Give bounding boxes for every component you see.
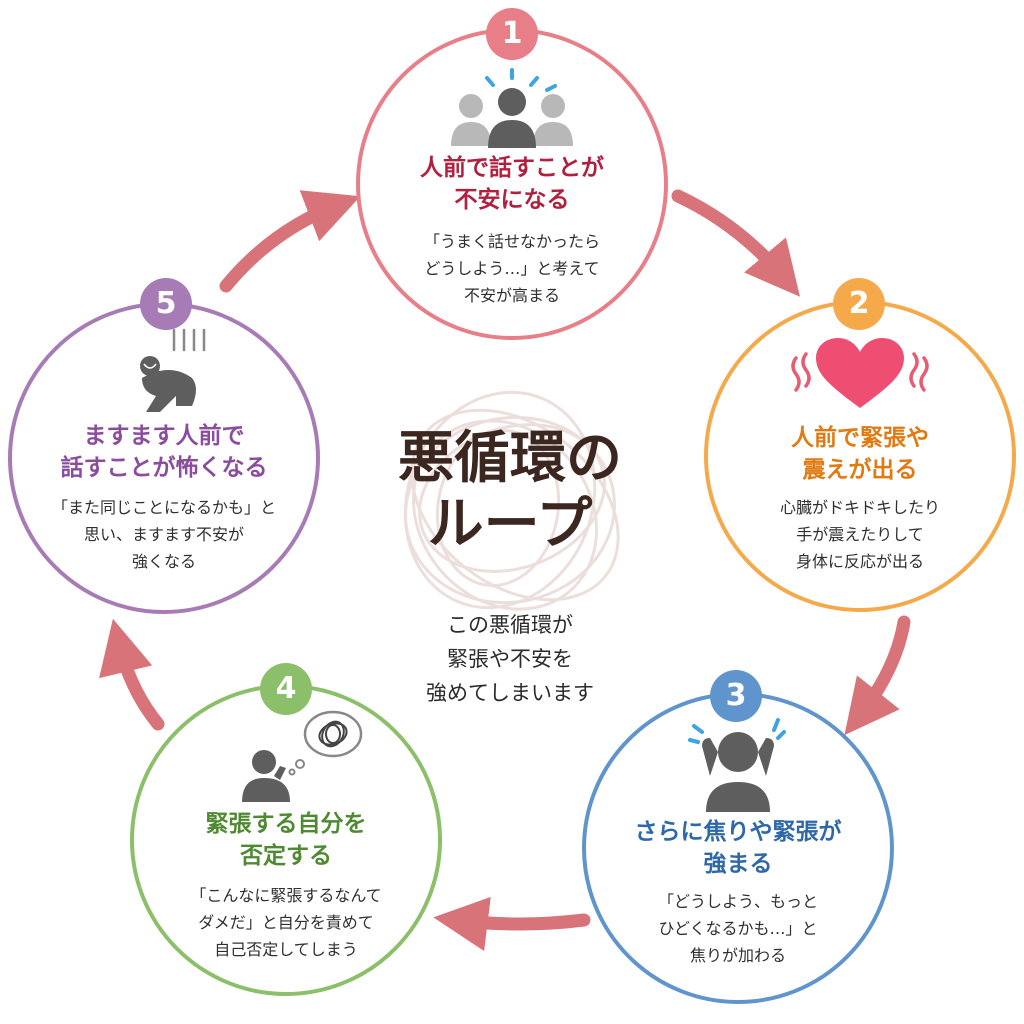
step-3-title-line: 強まる — [703, 851, 773, 877]
step-3-desc-line: 「どうしよう、もっと — [657, 892, 818, 911]
step-1-desc-line: 不安が高まる — [463, 286, 560, 305]
step-5-desc-line: 思い、ますます不安が — [83, 525, 244, 544]
step-3-description: 「どうしよう、もっと ひどくなるかも…」と 焦りが加わる — [588, 888, 888, 969]
step-4-desc-line: 「こんなに緊張するなんて — [190, 886, 382, 905]
head-in-hands-icon — [688, 718, 786, 812]
step-2-desc-line: 身体に反応が出る — [795, 552, 924, 571]
arrow-2-to-3 — [844, 615, 911, 736]
center-title-line: 悪循環の — [398, 426, 622, 491]
arrow-5-to-1 — [219, 190, 361, 293]
step-4-desc-line: 自己否定してしまう — [214, 940, 358, 959]
step-2-desc-line: 手が震えたりして — [796, 525, 924, 544]
step-3-desc-line: 焦りが加わる — [689, 946, 786, 965]
step-4-desc-line: ダメだ」と自分を責めて — [198, 913, 374, 932]
center-note-line: この悪循環が — [447, 613, 573, 637]
step-4-circle — [130, 684, 442, 996]
step-5-circle — [8, 302, 320, 614]
step-5-description: 「また同じことになるかも」と 思い、ますます不安が 強くなる — [14, 494, 314, 575]
step-4-title-line: 否定する — [240, 843, 332, 869]
step-4-title-line: 緊張する自分を — [205, 811, 367, 837]
crouching-person-icon — [140, 328, 206, 412]
step-1-desc-line: どうしよう…」と考えて — [424, 259, 600, 278]
step-2-description: 心臓がドキドキしたり 手が震えたりして 身体に反応が出る — [710, 494, 1010, 575]
step-1-desc-line: 「うまく話せなかったら — [423, 232, 600, 251]
pounding-heart-icon — [791, 338, 929, 408]
step-2-desc-line: 心臓がドキドキしたり — [779, 498, 940, 517]
step-3-badge: 3 — [710, 670, 762, 722]
center-note: この悪循環が 緊張や不安を 強めてしまいます — [360, 608, 660, 710]
center-note-line: 緊張や不安を — [447, 647, 573, 671]
arrow-4-to-5 — [99, 618, 165, 731]
arrow-3-to-4 — [433, 896, 591, 952]
step-4-description: 「こんなに緊張するなんて ダメだ」と自分を責めて 自己否定してしまう — [136, 882, 436, 963]
cycle-arrows — [99, 189, 911, 952]
step-5-desc-line: 「また同じことになるかも」と — [51, 498, 276, 517]
step-5-title-line: ますます人前で — [83, 423, 245, 449]
step-2-badge: 2 — [833, 278, 885, 330]
step-3-desc-line: ひどくなるかも…」と — [658, 919, 818, 938]
scribble-decoration — [403, 390, 620, 611]
step-1-badge: 1 — [486, 8, 538, 60]
step-4-badge: 4 — [260, 663, 312, 715]
step-5-desc-line: 強くなる — [131, 552, 196, 571]
step-3-title-line: さらに焦りや緊張が — [634, 819, 842, 845]
step-1-title-line: 人前で話すことが — [420, 155, 604, 181]
step-1-title-line: 不安になる — [454, 187, 570, 213]
step-3-title: さらに焦りや緊張が 強まる — [588, 816, 888, 880]
step-2-title-line: 震えが出る — [802, 457, 918, 483]
center-note-line: 強めてしまいます — [426, 681, 594, 705]
step-2-circle — [704, 300, 1016, 612]
step-1-description: 「うまく話せなかったら どうしよう…」と考えて 不安が高まる — [362, 228, 662, 309]
step-1-title: 人前で話すことが 不安になる — [362, 152, 662, 216]
center-title-line: ループ — [427, 492, 593, 557]
step-2-title-line: 人前で緊張や — [791, 425, 929, 451]
tangled-thought-icon — [242, 710, 363, 802]
step-5-title-line: 話すことが怖くなる — [60, 455, 268, 481]
center-title: 悪循環の ループ — [300, 426, 720, 558]
step-1-circle — [356, 28, 668, 340]
step-2-title: 人前で緊張や 震えが出る — [710, 422, 1010, 486]
step-5-badge: 5 — [140, 278, 192, 330]
step-4-title: 緊張する自分を 否定する — [136, 808, 436, 872]
worried-audience-icon — [451, 68, 573, 148]
arrow-1-to-2 — [671, 189, 801, 297]
step-5-title: ますます人前で 話すことが怖くなる — [14, 420, 314, 484]
